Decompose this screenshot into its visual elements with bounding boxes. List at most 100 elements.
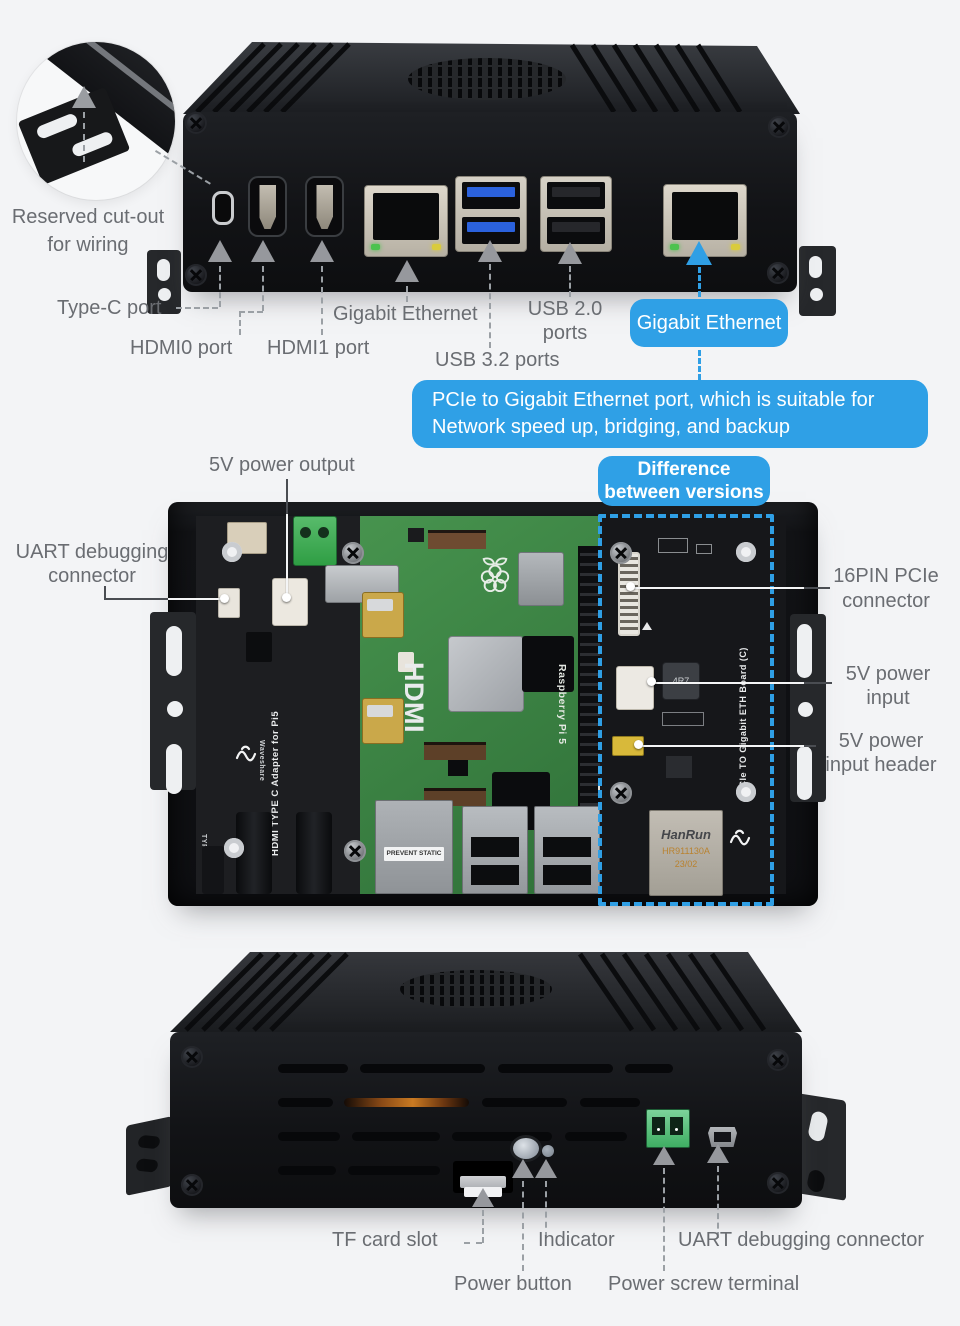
jack-date: 23/02 (674, 859, 698, 869)
label-power-screw-terminal: Power screw terminal (608, 1273, 800, 1295)
tf-card (460, 1176, 506, 1188)
pointer-line (804, 682, 832, 684)
board-screw (342, 542, 364, 564)
vent-slot (482, 1098, 567, 1107)
activity-led-yellow (731, 244, 740, 250)
pointer-line (286, 479, 288, 514)
gigabit-ethernet-port-1 (364, 185, 448, 257)
pointer-line (804, 587, 830, 589)
activity-led-yellow (432, 244, 441, 250)
difference-region-outline (598, 514, 774, 906)
fan-grille (408, 58, 566, 100)
case-screw (185, 112, 207, 134)
inductor-4r7: 4R7 (662, 662, 700, 700)
ffc-connector (428, 530, 486, 549)
dashed-connector-line (219, 266, 221, 307)
micro-hdmi-gold (362, 698, 404, 744)
pointer-line (286, 514, 288, 598)
up-arrow-icon-blue (686, 241, 712, 265)
usb3-ports (455, 176, 527, 252)
standoff (736, 782, 756, 802)
pointer-line (632, 587, 804, 589)
ethernet-magjack: PREVENT STATIC (375, 800, 453, 894)
pointer-line (168, 598, 224, 600)
pointer-dot (626, 582, 635, 591)
dashed-connector-line (482, 1210, 484, 1243)
hdmi-connector (259, 185, 276, 229)
pointer-line (654, 682, 804, 684)
pointer-dot (647, 677, 656, 686)
usb-opening (543, 865, 591, 885)
vent-slot (360, 1064, 485, 1073)
bracket-hole (798, 702, 813, 717)
hdmi-connector (316, 185, 333, 229)
usb3-tongue (467, 187, 515, 197)
label-gigabit-ethernet: Gigabit Ethernet (333, 303, 478, 325)
dashed-connector-line (464, 1242, 482, 1244)
terminal-hole (670, 1117, 683, 1135)
up-arrow-icon (535, 1159, 557, 1178)
dashed-connector-line (545, 1181, 547, 1238)
power-output-terminal-green (293, 516, 337, 566)
board-screw (610, 542, 632, 564)
jack-model: HR911130A (662, 846, 710, 856)
fan-grille (400, 970, 552, 1008)
usb-opening (471, 865, 519, 885)
up-arrow-icon (512, 1159, 534, 1178)
dashed-connector-line (663, 1168, 665, 1271)
pcb-component (662, 712, 704, 726)
usb-opening (471, 837, 519, 857)
dashed-connector-line-blue (698, 267, 701, 297)
pointer-dot (634, 740, 643, 749)
standoff (736, 542, 756, 562)
mounting-bracket-right (790, 614, 826, 802)
hdmi0-port (248, 176, 287, 237)
pointer-dot (220, 594, 229, 603)
standoff (224, 838, 244, 858)
case-screw (767, 262, 789, 284)
terminal-screw (318, 527, 329, 538)
bracket-slot (166, 744, 182, 794)
jack-brand: HanRun (661, 827, 711, 842)
power-screw-terminal (646, 1109, 690, 1148)
case-screw (181, 1174, 203, 1196)
bracket-slot (35, 112, 79, 141)
dashed-connector-line (406, 286, 408, 302)
usb-opening (543, 837, 591, 857)
label-usb20-ports: USB 2.0 ports (527, 298, 603, 344)
up-arrow-icon (558, 242, 582, 264)
badge-gigabit-ethernet: Gigabit Ethernet (630, 299, 788, 347)
vent-slot (348, 1166, 440, 1175)
usb2-tongue (552, 187, 600, 197)
waveshare-wordmark: Waveshare (258, 740, 265, 782)
hdmi-silkscreen: HDMI (399, 662, 429, 733)
case-screw (185, 264, 207, 286)
connector-tip (367, 705, 393, 717)
dashed-connector-line (262, 266, 264, 311)
small-chip (448, 760, 468, 776)
vent-slot (278, 1132, 340, 1141)
waveshare-logo (235, 745, 257, 762)
label-reserved-cutout: Reserved cut-out for wiring (11, 206, 165, 256)
bracket-slot (805, 1167, 827, 1195)
label-type-c-port: Type-C port (57, 297, 162, 319)
raspberry-pi-logo (480, 557, 510, 593)
uart-connector (218, 588, 240, 618)
terminal-screw-dot (675, 1128, 678, 1131)
label-power-output: 5V power output (209, 454, 355, 476)
usb-stack (462, 806, 528, 894)
raspberry-pi5-board: HDMI Raspberry Pi 5 PREVENT STATIC (325, 516, 614, 894)
mounting-bracket-right (799, 246, 836, 316)
dashed-connector-line (176, 307, 218, 309)
label-uart-connector: UART debugging connector (678, 1229, 925, 1251)
dashed-connector-line (489, 264, 491, 348)
connector-tip (367, 599, 393, 611)
bracket-slot (797, 746, 812, 800)
heatsink (448, 636, 524, 712)
waveshare-logo (729, 829, 751, 846)
mounting-bracket-left (150, 612, 196, 794)
vent-slot (625, 1064, 673, 1073)
bracket-hole (167, 701, 183, 717)
dashed-connector-line (569, 266, 571, 297)
